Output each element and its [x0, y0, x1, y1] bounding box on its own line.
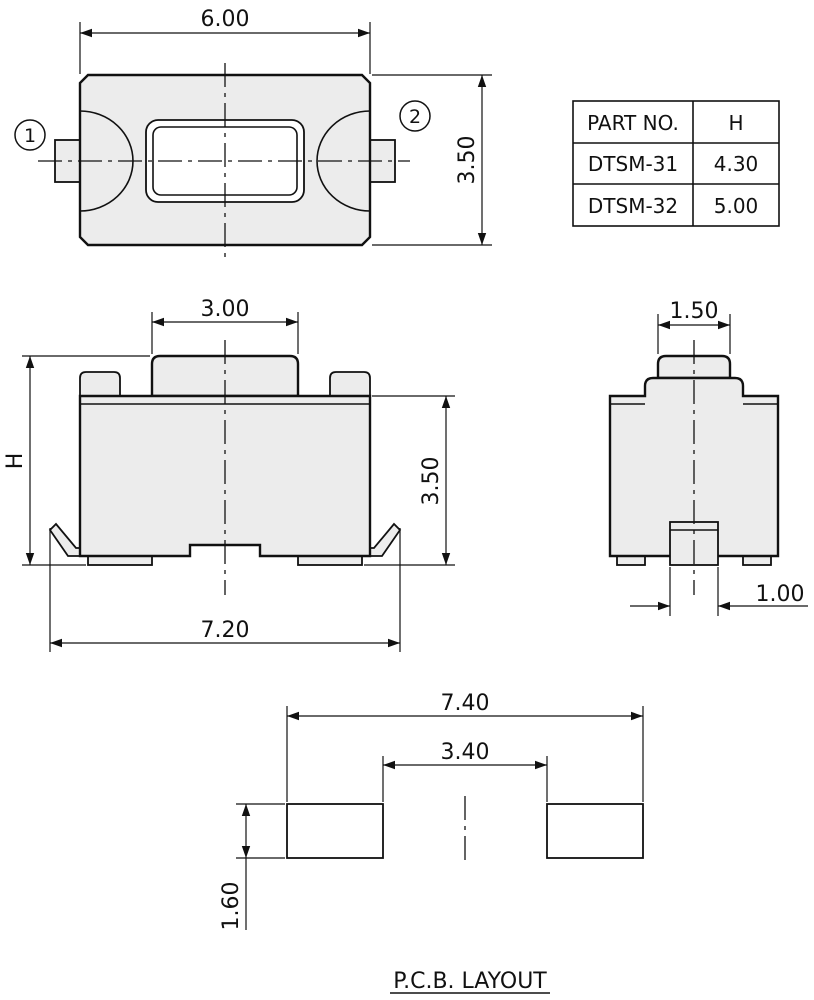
front-view: 3.00 H 3.50 7.20: [3, 297, 455, 652]
side-foot-left: [616, 555, 646, 566]
side-actuator: [656, 354, 732, 380]
front-actuator: [150, 354, 300, 398]
table-cell-h: 4.30: [714, 152, 759, 176]
table-cell-h: 5.00: [714, 194, 759, 218]
top-view: 6.00 3.50 1 2: [14, 7, 492, 257]
pcb-gap-dim: 3.40: [441, 740, 490, 765]
front-post-right: [329, 371, 371, 397]
front-foot-left: [87, 555, 153, 566]
top-width-dim: 6.00: [201, 7, 250, 32]
top-right-arc: [316, 110, 371, 212]
table-cell-part: DTSM-32: [588, 194, 678, 218]
pin1-label: 1: [24, 125, 36, 147]
pin2-label: 2: [409, 106, 421, 128]
side-terminal-dim: 1.00: [756, 582, 805, 607]
pcb-pad-left: [286, 803, 384, 859]
front-body-dim: 3.50: [419, 457, 444, 506]
pcb-pad-right: [546, 803, 644, 859]
table-cell-part: DTSM-31: [588, 152, 678, 176]
pin1-marker: [14, 119, 46, 151]
front-actuator-dim: 3.00: [201, 297, 250, 322]
front-h-dim: H: [3, 453, 28, 470]
table-header-part: PART NO.: [587, 111, 679, 135]
pcb-pad-dim: 1.60: [219, 882, 244, 931]
pcb-layout: 7.40 3.40 1.60 P.C.B. LAYOUT: [219, 691, 644, 994]
front-terminal-right: [369, 522, 402, 557]
table-header-h: H: [728, 111, 743, 135]
side-view: 1.50 1.00: [608, 299, 808, 616]
front-foot-right: [297, 555, 363, 566]
side-foot-right: [742, 555, 772, 566]
top-height-dim: 3.50: [455, 136, 480, 185]
part-number-table: PART NO. H DTSM-31 4.30 DTSM-32 5.00: [572, 100, 780, 227]
side-actuator-dim: 1.50: [670, 299, 719, 324]
front-post-left: [79, 371, 121, 397]
front-terminal-left: [48, 522, 81, 557]
pcb-layout-title: P.C.B. LAYOUT: [393, 969, 547, 994]
front-overall-dim: 7.20: [201, 618, 250, 643]
pin2-marker: [399, 100, 431, 132]
pcb-overall-dim: 7.40: [441, 691, 490, 716]
